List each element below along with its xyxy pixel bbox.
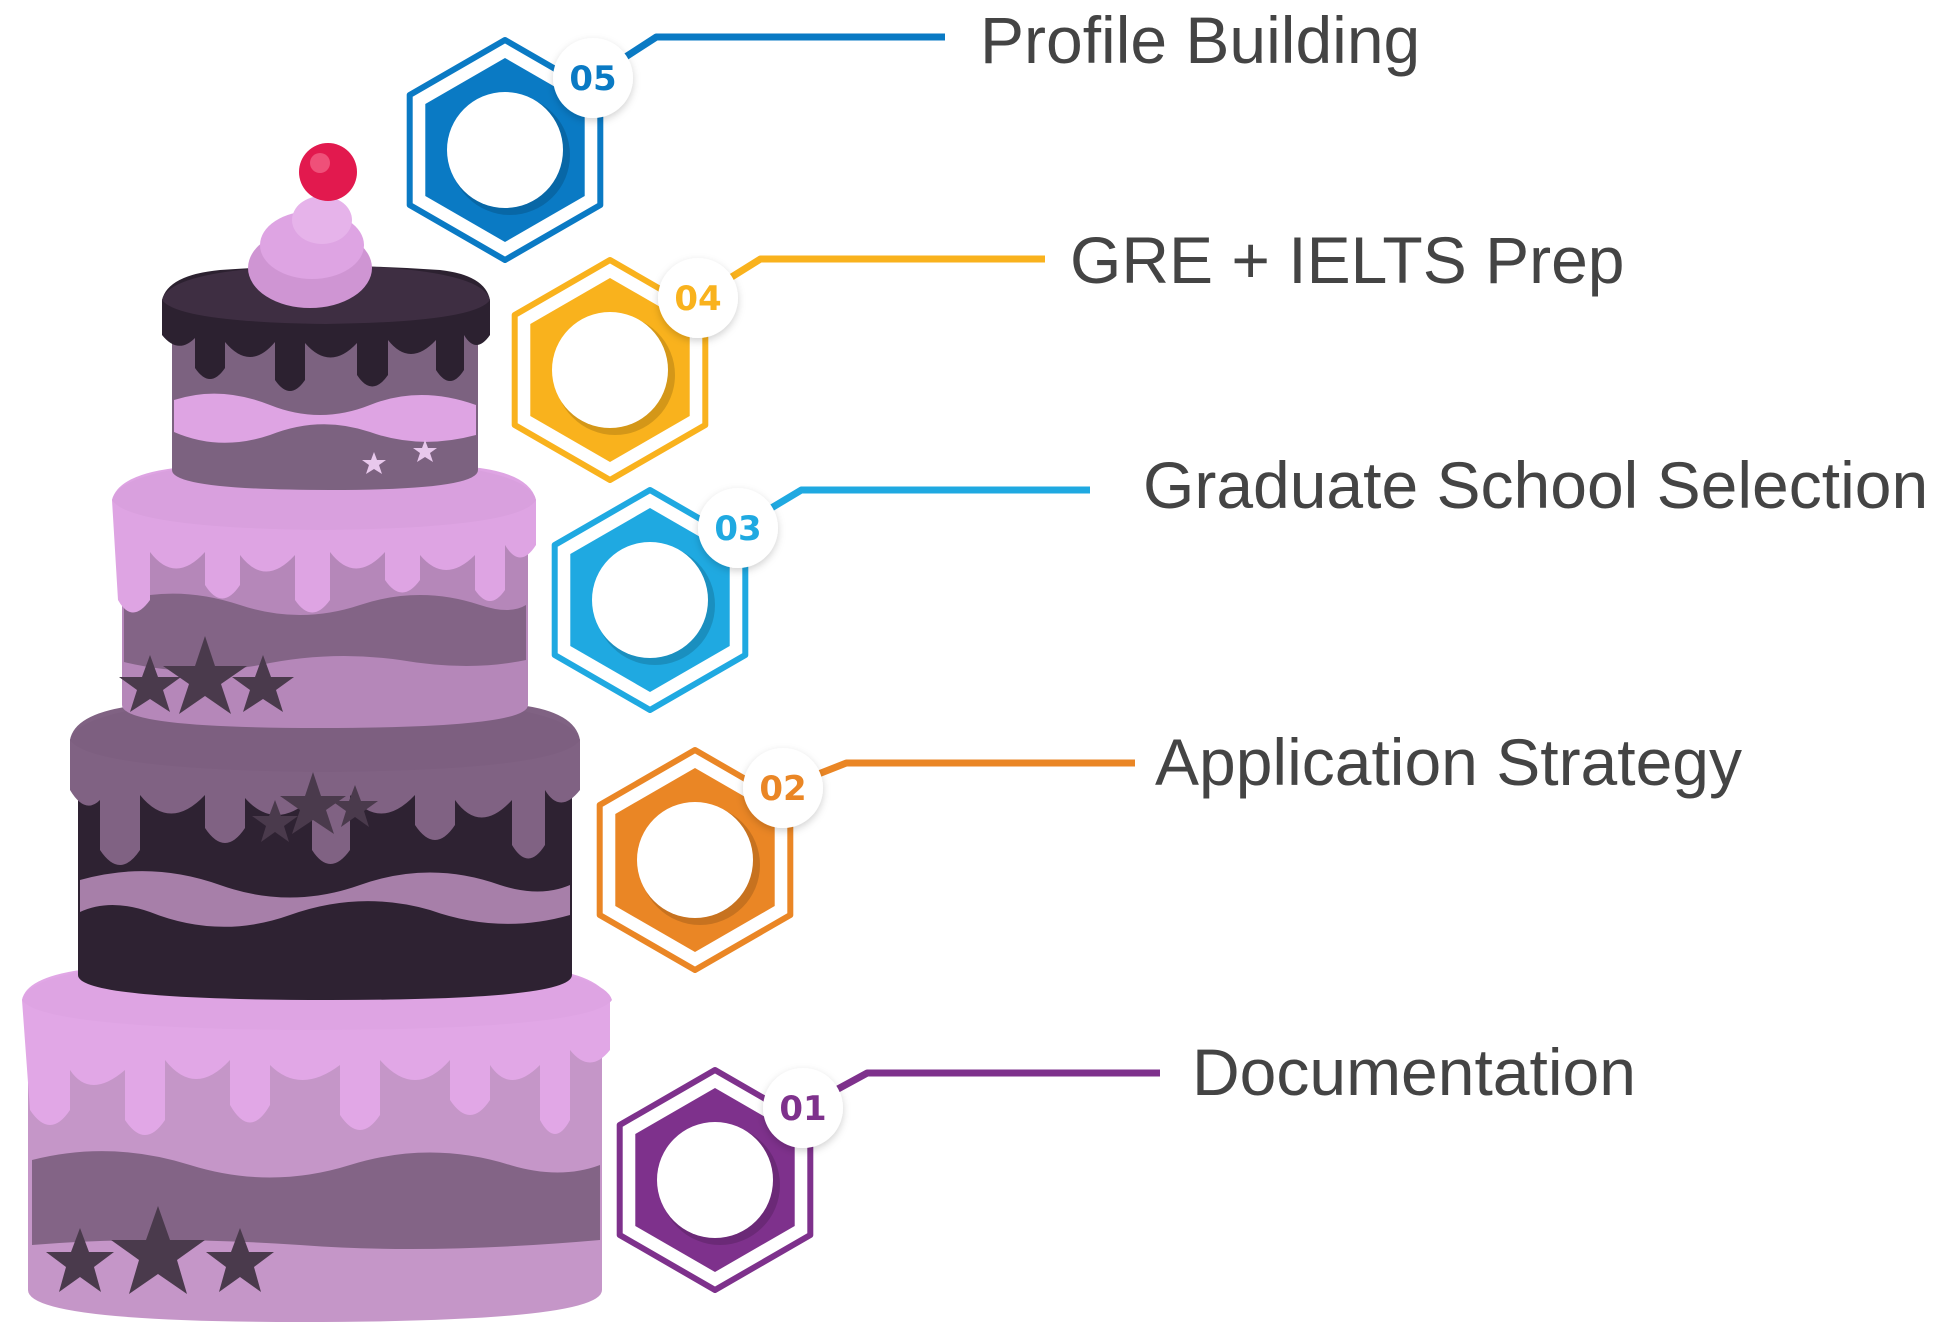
cherry-ball — [299, 143, 357, 201]
cake-illustration — [22, 143, 612, 1322]
star-icon — [163, 636, 247, 714]
connector-line — [736, 486, 1090, 532]
step-label: Graduate School Selection — [1143, 448, 1928, 522]
tier-band — [32, 1151, 600, 1249]
step-03: 03 Graduate School Selection — [551, 448, 1928, 713]
number-badge — [743, 748, 823, 828]
star-decorations — [46, 1206, 274, 1294]
step-number: 04 — [674, 279, 721, 319]
number-badge — [698, 488, 778, 568]
hexagon-inner-circle — [637, 802, 753, 918]
step-number: 01 — [779, 1089, 826, 1129]
star-icon — [111, 1206, 205, 1294]
step-label: Application Strategy — [1155, 725, 1742, 799]
step-label: GRE + IELTS Prep — [1070, 223, 1625, 297]
step-label: Documentation — [1192, 1035, 1636, 1109]
step-02: 02 Application Strategy — [596, 725, 1742, 973]
star-decorations — [362, 440, 437, 474]
cream-swirl — [248, 196, 372, 308]
step-04: 04 GRE + IELTS Prep — [511, 223, 1625, 483]
step-number: 05 — [569, 59, 616, 99]
hexagon-inner-circle — [657, 1122, 773, 1238]
star-icon — [362, 452, 386, 474]
star-decorations — [119, 636, 294, 714]
star-icon — [119, 655, 181, 712]
connector-line — [696, 255, 1045, 301]
cream-top — [292, 196, 352, 244]
connector-line — [781, 759, 1135, 792]
cake-tier-second — [70, 695, 580, 1000]
connector-line — [591, 33, 945, 81]
star-decorations — [252, 772, 378, 842]
tier-band — [80, 871, 570, 927]
star-icon — [413, 440, 437, 462]
number-badge — [763, 1068, 843, 1148]
cherry-highlight — [310, 153, 330, 173]
step-05: 05 Profile Building — [406, 3, 1420, 263]
star-icon — [252, 800, 298, 842]
star-icon — [46, 1228, 114, 1292]
step-label: Profile Building — [980, 3, 1420, 77]
star-icon — [332, 785, 378, 827]
steps: 05 Profile Building 04 GRE + IELTS Prep 03 Gr… — [406, 3, 1928, 1293]
cake-tier-bottom — [22, 955, 612, 1322]
star-icon — [206, 1228, 274, 1292]
tier-band — [174, 393, 476, 443]
number-badge — [553, 38, 633, 118]
cherry — [299, 143, 357, 201]
star-icon — [280, 772, 346, 834]
hexagon-inner-circle — [447, 92, 563, 208]
connector-line — [801, 1069, 1160, 1112]
step-number: 03 — [714, 509, 761, 549]
hexagon-inner-circle — [552, 312, 668, 428]
star-icon — [232, 655, 294, 712]
tier-band — [124, 593, 526, 671]
hexagon-inner-circle — [592, 542, 708, 658]
step-01: 01 Documentation — [616, 1035, 1636, 1293]
cake-tier-third — [112, 458, 536, 728]
step-number: 02 — [759, 769, 806, 809]
number-badge — [658, 258, 738, 338]
